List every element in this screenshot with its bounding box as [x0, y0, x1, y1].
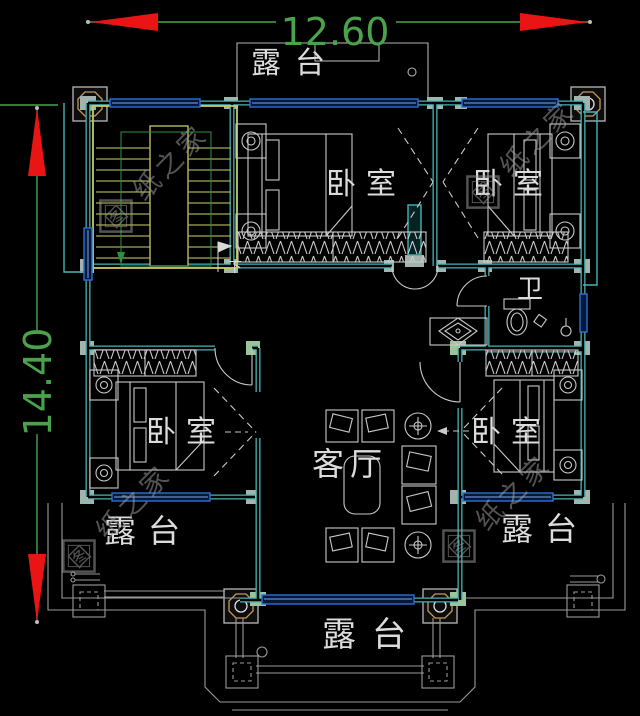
bed-top-middle [235, 123, 353, 249]
corner-columns [72, 86, 606, 624]
terrace-top-outline [236, 42, 429, 100]
wall-bays [63, 103, 598, 286]
windows [83, 98, 588, 605]
sofa-set [325, 409, 437, 563]
door-bedroom-bottom-right [419, 361, 461, 403]
stair-direction-arrow [117, 252, 125, 264]
bed-bottom-left [89, 369, 205, 489]
stair-down-flag [217, 241, 233, 272]
watermark-bedroom-top-right: 图 纸之家 [466, 95, 582, 209]
door-swing-arrows [225, 427, 470, 435]
outer-step-outline [47, 503, 626, 703]
railing-posts [72, 584, 600, 689]
terrace-bottom-right-edge [460, 503, 614, 599]
label-terrace-bottom-right: 露台 [501, 510, 589, 548]
label-bedroom-bottom-left: 卧室 [146, 415, 226, 450]
terrace-symbol-left [70, 571, 100, 583]
door-swing-dashes [213, 127, 503, 477]
stair-well [149, 125, 189, 267]
column-top-right [570, 86, 606, 122]
label-terrace-bottom-left: 露台 [104, 512, 192, 550]
bed-bottom-right [493, 369, 583, 481]
label-stairs-down: 下 [228, 260, 242, 276]
furniture [89, 123, 583, 563]
label-bedroom-top-middle: 卧室 [326, 167, 406, 202]
watermarks: 图 纸之家 图 纸之家 图 纸之家 图 纸之家 [62, 95, 582, 573]
label-bathroom: 卫 [517, 275, 543, 305]
dim-width-text: 12.60 [281, 10, 390, 54]
dim-arrow-up [28, 108, 46, 176]
stairs [96, 125, 233, 272]
label-living-room: 客厅 [312, 445, 388, 483]
dimension-left: 14.40 [16, 106, 60, 624]
vanity-sink [429, 317, 488, 346]
dimension-top: 12.60 [0, 10, 592, 106]
bed-top-right [487, 123, 581, 249]
door-bedroom-bottom-left [214, 347, 253, 386]
dim-arrow-right [520, 13, 588, 31]
label-bedroom-top-right: 卧室 [473, 167, 553, 202]
label-bedroom-bottom-right: 卧室 [471, 415, 551, 450]
dim-arrow-down [28, 554, 46, 622]
terrace-symbol-right [570, 574, 606, 584]
label-terrace-bottom-center: 露台 [322, 615, 422, 655]
room-labels: 露台 卧室 卧室 卫 卧室 客厅 卧室 露台 露台 露台 下 [104, 46, 589, 655]
wardrobes [93, 231, 579, 377]
terraces-bottom [47, 503, 626, 711]
door-bathroom [456, 275, 488, 307]
dim-height-text: 14.40 [16, 328, 60, 437]
label-terrace-top: 露台 [251, 46, 339, 81]
bathroom-fixtures [503, 298, 572, 337]
terrace-bottom-left-edge [61, 503, 256, 599]
door-hall-double [391, 265, 439, 290]
dim-arrow-left [90, 13, 158, 31]
doors [213, 127, 503, 477]
stair-guide [120, 131, 212, 267]
